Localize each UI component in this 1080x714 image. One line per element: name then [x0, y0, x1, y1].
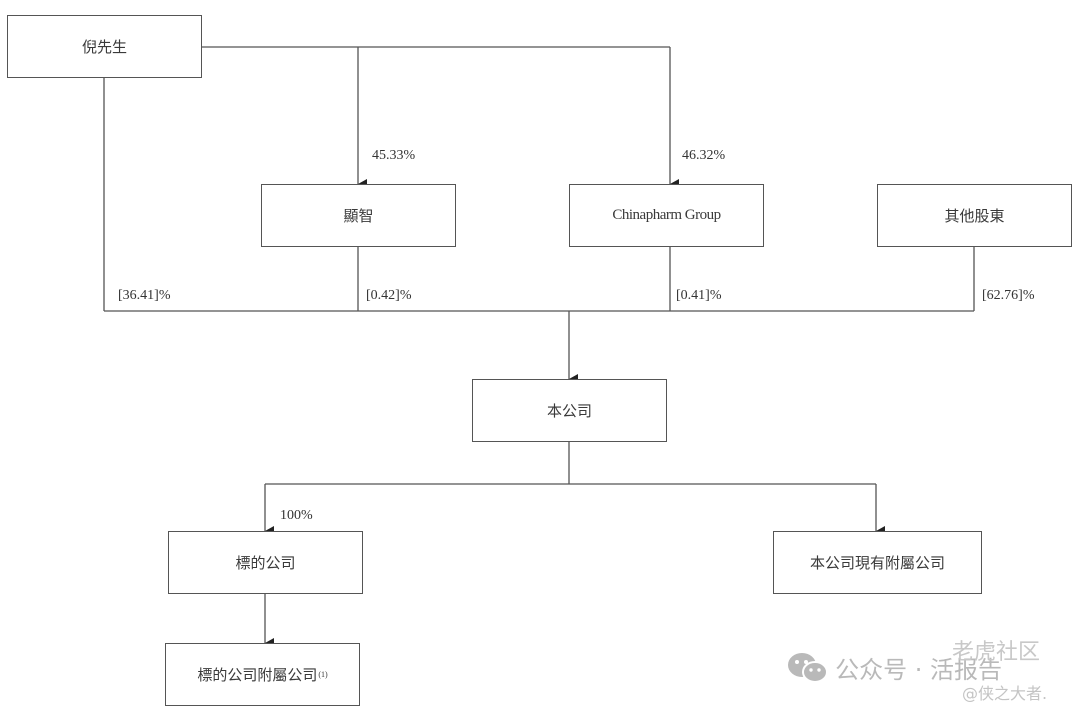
footnote-marker: (1) [318, 670, 328, 679]
node-target-company: 標的公司 [168, 531, 363, 594]
watermark-author-label: @侠之大者. [962, 684, 1048, 703]
node-mr-ni-label: 倪先生 [81, 40, 127, 56]
node-target-subsidiaries-label: 標的公司附屬公司 [197, 668, 318, 684]
node-chinapharm-group-label: Chinapharm Group [612, 207, 721, 223]
label-ni-to-company-pct: [36.41]% [118, 288, 171, 303]
label-xianzhi-pct: 45.33% [372, 148, 416, 163]
node-xianzhi-label: 顯智 [343, 209, 374, 225]
node-other-shareholders-label: 其他股東 [944, 209, 1005, 225]
label-xianzhi-to-company-pct: [0.42]% [366, 288, 412, 303]
node-xianzhi: 顯智 [261, 184, 456, 247]
watermark: 公众号 · 活报告 [786, 650, 1002, 685]
node-chinapharm-group: Chinapharm Group [569, 184, 764, 247]
node-other-shareholders: 其他股東 [877, 184, 1072, 247]
watermark-community-label: 老虎社区 [952, 640, 1041, 665]
wechat-icon [788, 652, 828, 683]
node-existing-subsidiaries-label: 本公司現有附屬公司 [809, 556, 945, 572]
node-company-label: 本公司 [546, 404, 592, 420]
label-chinapharm-to-company-pct: [0.41]% [676, 288, 722, 303]
node-existing-subsidiaries: 本公司現有附屬公司 [773, 531, 982, 594]
node-target-company-label: 標的公司 [235, 556, 296, 572]
label-others-to-company-pct: [62.76]% [982, 288, 1035, 303]
label-target-pct: 100% [280, 508, 313, 523]
node-mr-ni: 倪先生 [7, 15, 202, 78]
node-company: 本公司 [472, 379, 667, 442]
label-chinapharm-pct: 46.32% [682, 148, 726, 163]
node-target-subsidiaries: 標的公司附屬公司(1) [165, 643, 360, 706]
watermark-account-label: 公众号 · 活报告 [835, 656, 1002, 684]
